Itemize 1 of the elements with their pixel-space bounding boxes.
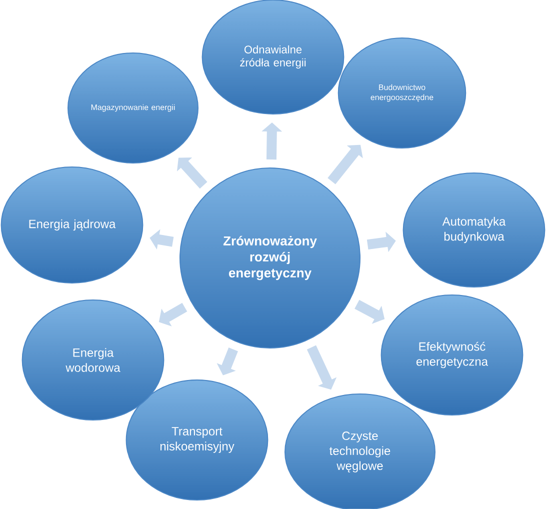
block-arrow (176, 158, 208, 189)
